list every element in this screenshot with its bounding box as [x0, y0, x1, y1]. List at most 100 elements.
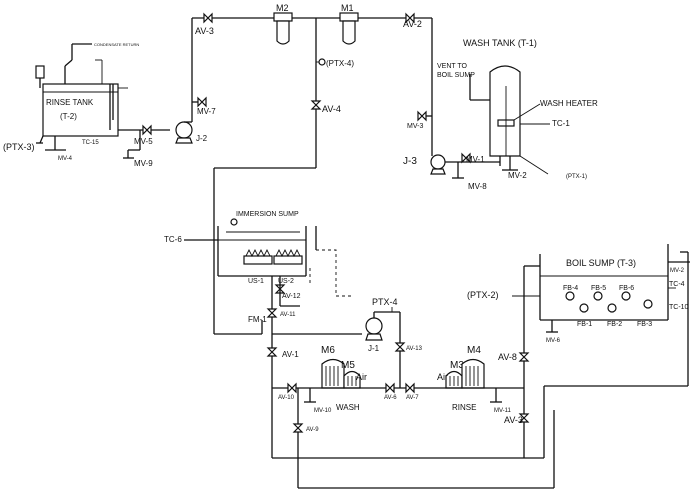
- j2-label: J-2: [196, 134, 208, 143]
- valve-av2[interactable]: [405, 12, 415, 24]
- valve-mv1[interactable]: [461, 152, 471, 164]
- av3-low-label: AV-3: [504, 415, 523, 425]
- m2-label: M2: [276, 3, 289, 13]
- mv1-label: MV-1: [466, 155, 485, 164]
- av8-label: AV-8: [498, 352, 517, 362]
- air2-label: Air: [437, 372, 448, 382]
- burner-fb4: [565, 291, 575, 301]
- wash-heater-label: WASH HEATER: [540, 99, 598, 108]
- fm1-label: FM-1: [248, 315, 267, 324]
- mv10-label: MV-10: [314, 408, 332, 414]
- filter-m1: [339, 12, 359, 45]
- burner-fb6: [621, 291, 631, 301]
- fb4-label: FB-4: [563, 285, 578, 292]
- fb1-label: FB-1: [577, 321, 592, 328]
- ptx1-label: (PTX-1): [566, 174, 587, 180]
- m1-label: M1: [341, 3, 354, 13]
- vent-to-label: VENT TO: [437, 63, 468, 70]
- wash-tank-label: WASH TANK (T-1): [463, 38, 537, 48]
- mv7-label: MV-7: [197, 107, 216, 116]
- air1-label: Air: [356, 372, 367, 382]
- j3-label: J-3: [403, 156, 417, 167]
- burner-fb1: [579, 303, 589, 313]
- valve-av4[interactable]: [310, 100, 322, 110]
- fb3-label: FB-3: [637, 321, 652, 328]
- av3-top-label: AV-3: [195, 26, 214, 36]
- boil-sump: [524, 244, 669, 321]
- av10-label: AV-10: [278, 395, 295, 401]
- av4-label: AV-4: [322, 104, 341, 114]
- valve-av13[interactable]: [394, 342, 406, 352]
- tc10-label: TC-10: [669, 304, 689, 311]
- mv4-label: MV-4: [58, 156, 73, 162]
- av6-label: AV-6: [384, 395, 397, 401]
- burner-fb2: [607, 303, 617, 313]
- fb2-label: FB-2: [607, 321, 622, 328]
- boil-sump-vent-label: BOIL SUMP: [437, 72, 475, 79]
- rinse-tank-id: (T-2): [60, 112, 77, 121]
- mv8-label: MV-8: [468, 182, 487, 191]
- valve-av3-top[interactable]: [203, 12, 213, 24]
- tc4-label: TC-4: [669, 281, 685, 288]
- mv6-label: MV-6: [546, 338, 561, 344]
- mv9-label: MV-9: [134, 159, 153, 168]
- pump-j2[interactable]: [175, 121, 193, 144]
- filter-m3: [445, 370, 463, 389]
- filter-m5: [343, 370, 361, 389]
- fb6-label: FB-6: [619, 285, 634, 292]
- valve-mv7[interactable]: [197, 96, 207, 108]
- valve-av7[interactable]: [405, 382, 415, 394]
- fb5-label: FB-5: [591, 285, 606, 292]
- valve-av8[interactable]: [518, 352, 530, 362]
- pump-j3[interactable]: [430, 154, 446, 175]
- valve-av1[interactable]: [266, 347, 278, 357]
- valve-mv3[interactable]: [417, 110, 427, 122]
- av9-label: AV-9: [306, 427, 319, 433]
- av2-label: AV-2: [403, 19, 422, 29]
- wash-label: WASH: [336, 403, 360, 412]
- tc1-label: TC-1: [552, 119, 570, 128]
- mv2-label: MV-2: [508, 171, 527, 180]
- rinse-tank-label: RINSE TANK: [46, 98, 94, 107]
- m5-label: M5: [341, 360, 355, 371]
- filter-m2: [273, 12, 293, 45]
- ptx2-label: (PTX-2): [467, 290, 499, 300]
- av11-label: AV-11: [280, 312, 296, 318]
- av7-label: AV-7: [406, 395, 419, 401]
- rinse-label: RINSE: [452, 403, 476, 412]
- mv5-label: MV-5: [134, 137, 153, 146]
- j1-label: J-1: [368, 344, 380, 353]
- ptx3-label: (PTX-3): [3, 142, 35, 152]
- valve-av11[interactable]: [266, 308, 278, 318]
- mv11-label: MV-11: [494, 408, 512, 414]
- av12-label: AV-12: [282, 293, 301, 300]
- av13-label: AV-13: [406, 346, 423, 352]
- immersion-sump: [217, 218, 317, 277]
- m6-label: M6: [321, 345, 335, 356]
- m3-label: M3: [450, 360, 464, 371]
- condensate-return-label: CONDENSATE RETURN: [94, 42, 139, 47]
- burner-fb3: [643, 299, 653, 309]
- pump-j1[interactable]: [365, 312, 383, 341]
- valve-av3-low[interactable]: [518, 413, 530, 423]
- boil-sump-label: BOIL SUMP (T-3): [566, 258, 636, 268]
- tc6-label: TC-6: [164, 235, 182, 244]
- rinse-tank: [35, 43, 128, 137]
- wash-tank: [489, 65, 521, 166]
- tc15-label: TC-15: [82, 140, 99, 146]
- filter-m4: [461, 358, 485, 389]
- us2-label: US-2: [278, 278, 294, 285]
- valve-mv5[interactable]: [142, 124, 152, 136]
- valve-av10[interactable]: [287, 382, 297, 394]
- valve-av9[interactable]: [292, 423, 304, 433]
- burner-fb5: [593, 291, 603, 301]
- av1-label: AV-1: [282, 350, 299, 359]
- ptx4-mid-label: PTX-4: [372, 297, 398, 307]
- us1-label: US-1: [248, 278, 264, 285]
- immersion-sump-label: IMMERSION SUMP: [236, 211, 299, 218]
- m4-label: M4: [467, 345, 481, 356]
- valve-av6[interactable]: [385, 382, 395, 394]
- mv3-label: MV-3: [407, 123, 423, 130]
